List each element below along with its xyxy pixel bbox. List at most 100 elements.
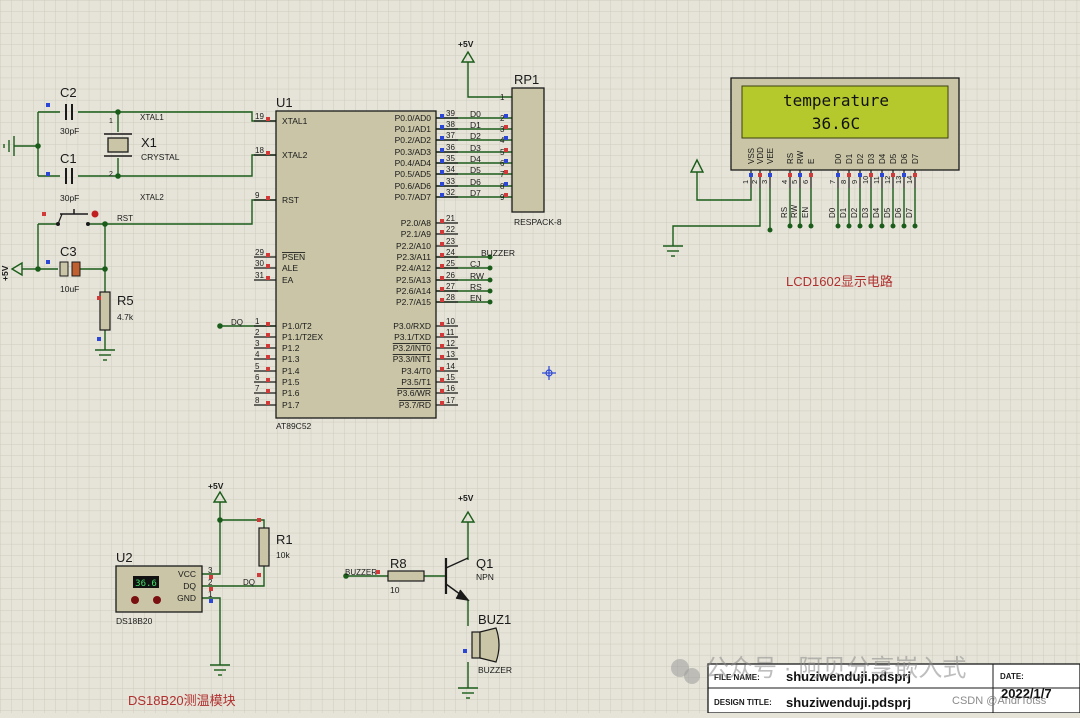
mcu-pin-num: 12 — [446, 339, 455, 348]
ground-lcd — [663, 245, 683, 257]
ds18b20-pin-name: GND — [177, 593, 196, 603]
mcu-pin-name: P1.5 — [282, 377, 300, 387]
mcu-pin-name: P0.6/AD6 — [395, 181, 432, 191]
mcu-pin-num: 18 — [255, 146, 264, 155]
mcu-pin-name: P3.5/T1 — [401, 377, 431, 387]
lcd-net-label: D2 — [850, 207, 859, 218]
mcu-pin-name: XTAL1 — [282, 116, 308, 126]
mcu-pin-name: P2.1/A9 — [401, 229, 432, 239]
mcu-pin-num: 22 — [446, 225, 455, 234]
mcu-pin-num: 17 — [446, 396, 455, 405]
design-title-value: shuziwenduji.pdsprj — [786, 695, 911, 710]
mcu-pin-name: P3.4/T0 — [401, 366, 431, 376]
transistor-q1[interactable] — [444, 557, 470, 601]
buz1-ref: BUZ1 — [478, 612, 511, 627]
lcd-pin-num: 6 — [801, 180, 810, 184]
mcu-pin-num: 38 — [446, 120, 455, 129]
c1-value: 30pF — [60, 193, 79, 203]
lcd-pin-num: 2 — [750, 180, 759, 184]
lcd-pin-num: 8 — [839, 180, 848, 184]
mcu-part: AT89C52 — [276, 421, 312, 431]
lcd-pin-name: VSS — [747, 148, 756, 164]
c3-ref: C3 — [60, 244, 77, 259]
mcu-pin-num: 36 — [446, 143, 455, 152]
mcu-pin-name: P0.1/AD1 — [395, 124, 432, 134]
resistor-r1[interactable]: R1 10k — [258, 527, 293, 567]
mcu-pin-name: XTAL2 — [282, 150, 308, 160]
csdn-watermark: CSDN @AndrTotss — [952, 695, 1047, 707]
mcu-ref: U1 — [276, 95, 293, 110]
r5-ref: R5 — [117, 293, 134, 308]
rp1-ref: RP1 — [514, 72, 539, 87]
c1-ref: C1 — [60, 151, 77, 166]
mcu-pin-num: 29 — [255, 248, 264, 257]
mcu-pin-num: 2 — [255, 328, 260, 337]
mcu-pin-name: P2.2/A10 — [396, 241, 431, 251]
p2-net-label: RS — [470, 282, 482, 292]
r5-value: 4.7k — [117, 312, 134, 322]
capacitor-c2[interactable]: C2 30pF — [60, 85, 79, 136]
mcu-pin-num: 1 — [255, 317, 260, 326]
mcu-pin-num: 24 — [446, 248, 455, 257]
mcu-pin-name: P2.3/A11 — [397, 252, 432, 262]
wechat-watermark: 公众号 · 阿贝分享嵌入式 — [671, 655, 966, 684]
ground-left — [3, 136, 15, 156]
lcd-pin-num: 1 — [741, 180, 750, 184]
buzzer-buz1[interactable]: BUZ1 BUZZER — [471, 612, 512, 675]
crystal-x1[interactable]: X1 CRYSTAL 1 2 — [104, 118, 180, 178]
ds18b20-pin-num: 1 — [208, 590, 213, 599]
lcd-pin-num: 3 — [760, 180, 769, 184]
rp1-pin-num: 2 — [500, 114, 505, 123]
svg-text:1: 1 — [109, 118, 113, 125]
lcd-pin-name: D2 — [856, 153, 865, 164]
resistor-r8[interactable]: R8 10 — [387, 556, 425, 595]
p0-data-label: D4 — [470, 154, 481, 164]
power-label-c3: +5V — [0, 265, 10, 281]
mcu-pin-name: P2.5/A13 — [396, 275, 431, 285]
mcu-pin-name: P1.4 — [282, 366, 300, 376]
lcd-pin-name: RW — [796, 150, 805, 164]
junctions — [35, 109, 918, 579]
c3-value: 10uF — [60, 284, 79, 294]
q1-value: NPN — [476, 572, 494, 582]
mcu-pin-num: 39 — [446, 109, 455, 118]
mcu-pin-num: 25 — [446, 259, 455, 268]
file-name-value: shuziwenduji.pdsprj — [786, 669, 911, 684]
p0-data-label: D3 — [470, 143, 481, 153]
pin-markers — [42, 103, 467, 653]
mcu-pin-num: 8 — [255, 396, 260, 405]
rp1-value: RESPACK-8 — [514, 217, 562, 227]
svg-text:2: 2 — [109, 171, 113, 178]
resistor-r5[interactable]: R5 4.7k — [99, 291, 134, 331]
lcd-net-label: EN — [801, 207, 810, 218]
lcd-1602[interactable]: temperature 36.6C VSS1VDD2VEE3RS4RW5E6D0… — [730, 77, 960, 188]
mcu-pin-num: 3 — [255, 339, 260, 348]
r8-ref: R8 — [390, 556, 407, 571]
buz1-value: BUZZER — [478, 665, 512, 675]
capacitor-c3[interactable]: C3 10uF — [59, 244, 81, 294]
lcd-pin-name: D6 — [900, 153, 909, 164]
mcu-pin-num: 10 — [446, 317, 455, 326]
mcu-pin-num: 4 — [255, 350, 260, 359]
design-title-label: DESIGN TITLE: — [714, 698, 772, 707]
lcd-line1: temperature — [783, 91, 889, 110]
capacitor-c1[interactable]: C1 30pF — [60, 151, 79, 203]
mcu-pin-name: P3.7/RD — [399, 400, 431, 410]
reset-button[interactable] — [56, 209, 99, 226]
mcu-pin-name: ALE — [282, 263, 298, 273]
mcu-pin-name: P2.6/A14 — [396, 286, 431, 296]
lcd-pin-name: D3 — [867, 153, 876, 164]
lcd-pin-num: 10 — [861, 176, 870, 184]
mcu-pin-num: 15 — [446, 373, 455, 382]
r8-value: 10 — [390, 585, 400, 595]
mcu-pin-name: P0.4/AD4 — [395, 158, 432, 168]
mcu-pin-name: P0.0/AD0 — [395, 113, 432, 123]
mcu-pin-num: 33 — [446, 177, 455, 186]
